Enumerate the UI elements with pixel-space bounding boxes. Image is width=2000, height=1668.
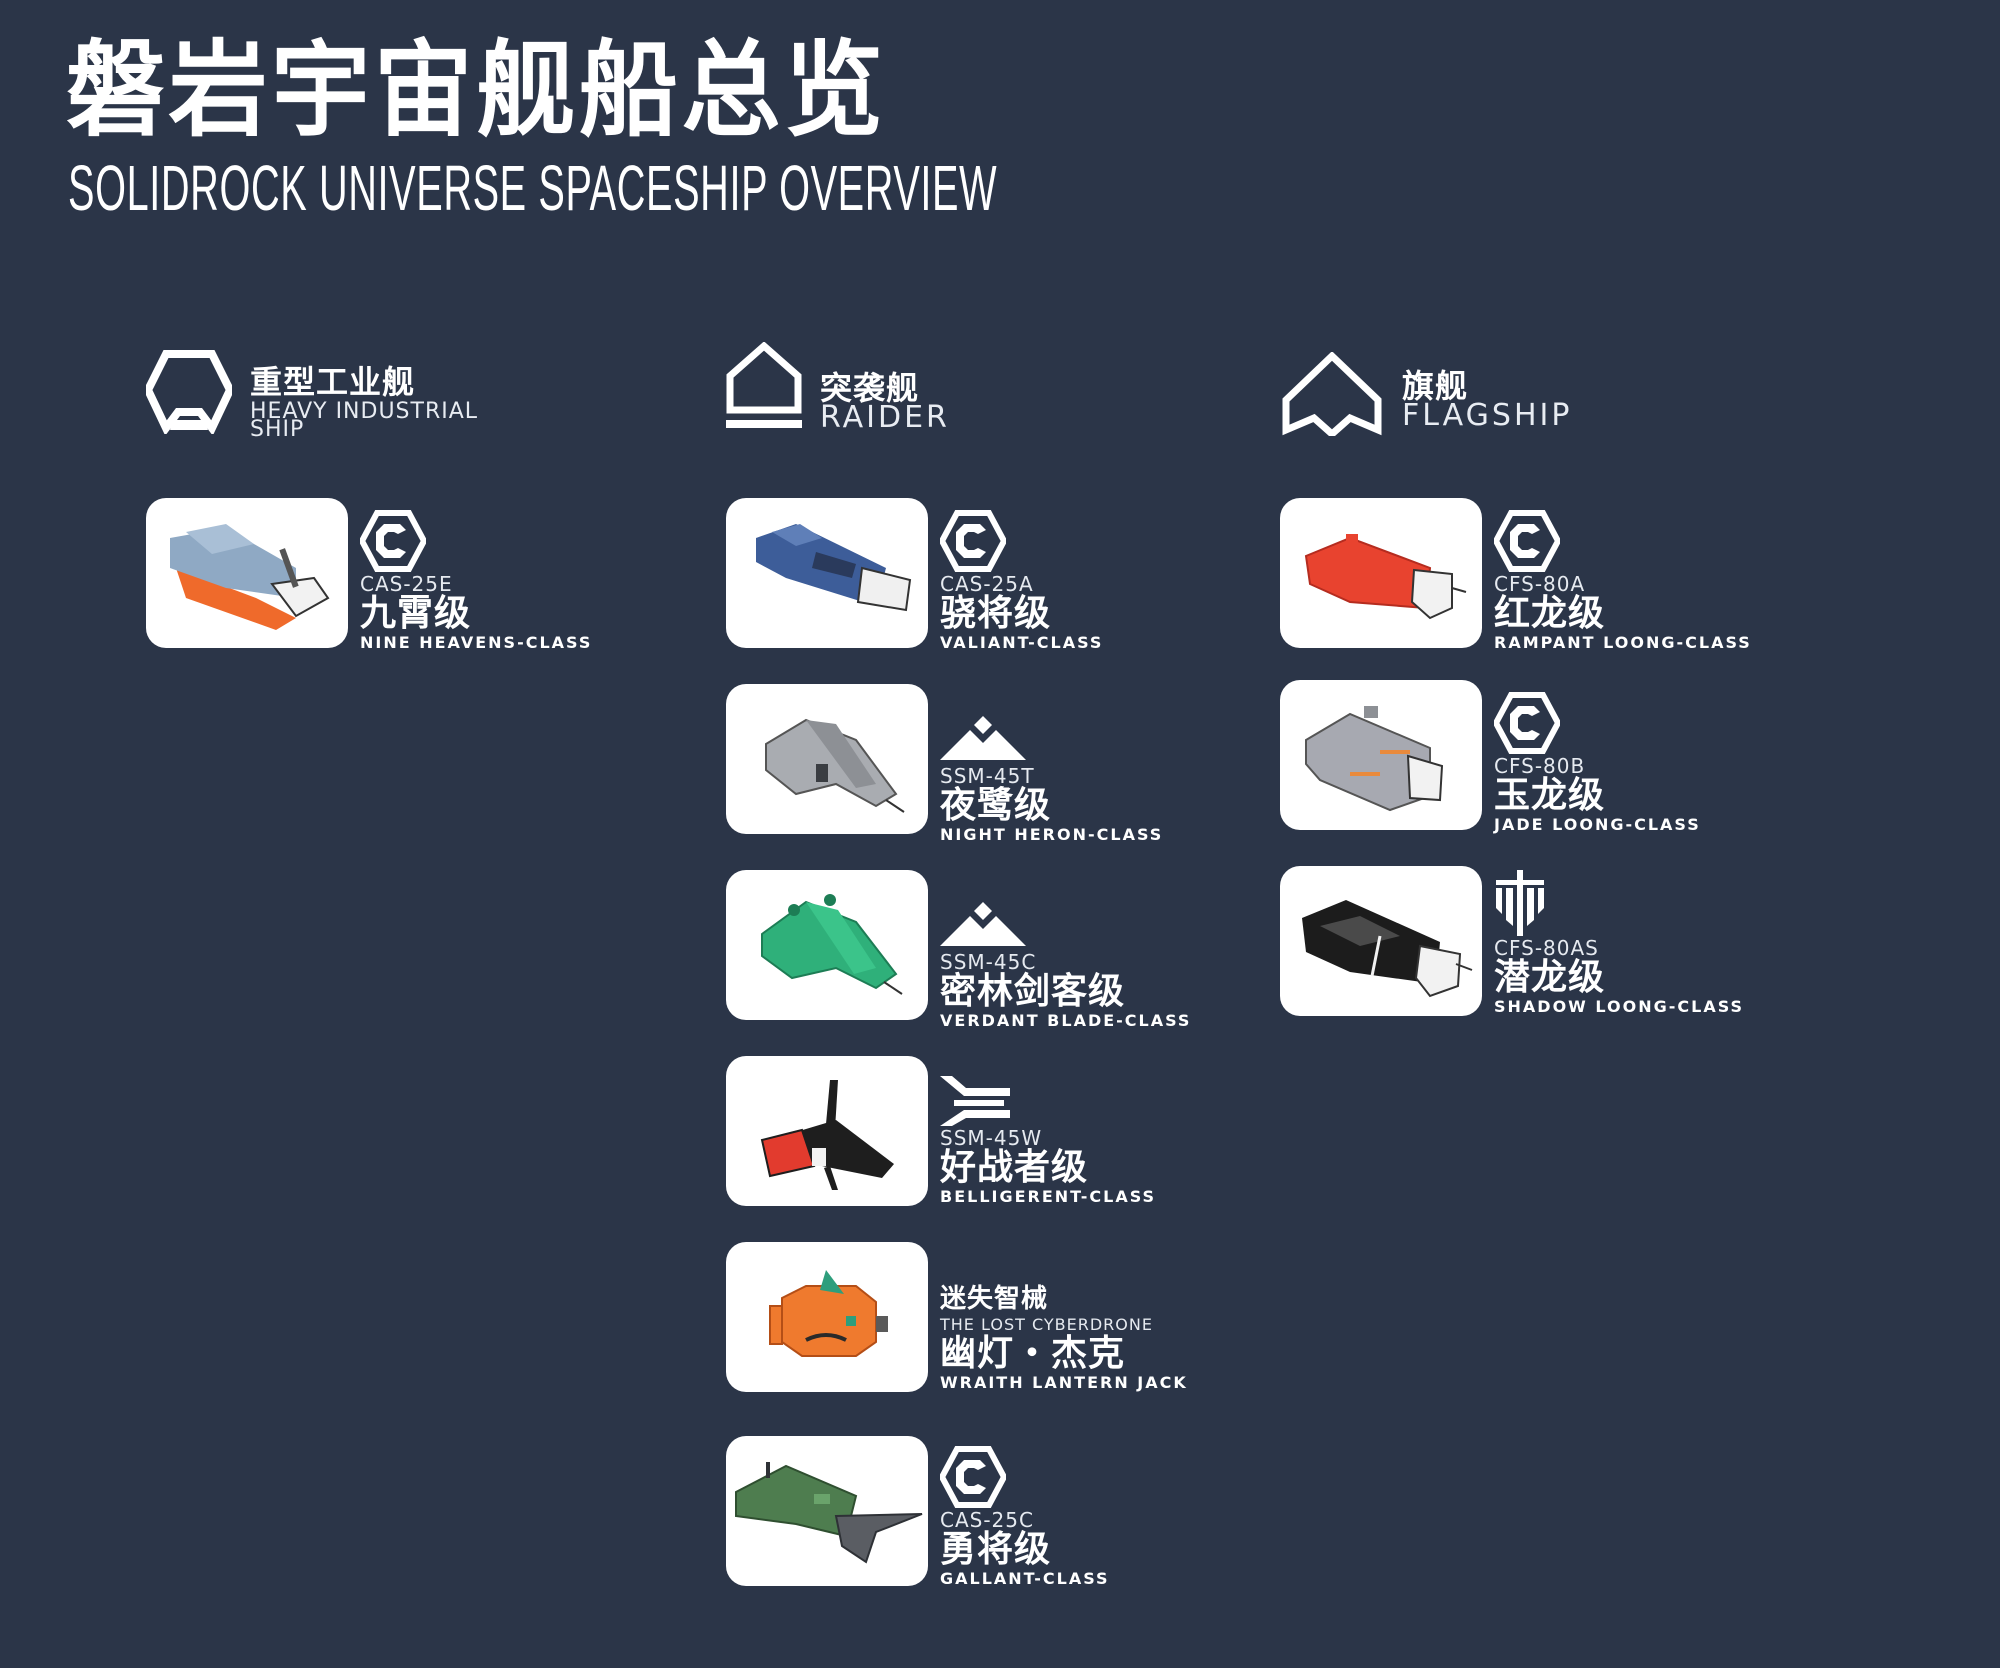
- category-label-cn: 旗舰: [1402, 367, 1469, 405]
- ship-card-gallant[interactable]: [726, 1436, 928, 1586]
- ship-name-en: BELLIGERENT-CLASS: [940, 1187, 1157, 1206]
- ship-card-belligerent[interactable]: [726, 1056, 928, 1206]
- ship-code: CAS-25E: [360, 572, 453, 596]
- ship-name-en: NIGHT HERON-CLASS: [940, 825, 1164, 844]
- ship-illustration: [760, 1080, 894, 1190]
- ship-code: CAS-25C: [940, 1508, 1034, 1532]
- mountain-diamond-icon: [940, 902, 1026, 950]
- ship-overline-cn: 迷失智械: [940, 1284, 1049, 1314]
- category-label-en: FLAGSHIP: [1402, 398, 1573, 433]
- ship-code: CFS-80AS: [1494, 936, 1599, 960]
- ship-card-valiant[interactable]: [726, 498, 928, 648]
- ship-name-cn: 玉龙级: [1494, 775, 1606, 816]
- hex-c-icon: [940, 1446, 1006, 1508]
- hex-c-icon: [360, 510, 426, 572]
- ship-name-en: GALLANT-CLASS: [940, 1569, 1110, 1588]
- ship-code: CFS-80A: [1494, 572, 1586, 596]
- ship-info-gallant: CAS-25C 勇将级 GALLANT-CLASS: [940, 1446, 1240, 1588]
- hex-c-icon: [1494, 692, 1560, 754]
- ship-name-en: JADE LOONG-CLASS: [1494, 815, 1701, 834]
- ship-name-cn: 幽灯・杰克: [940, 1333, 1126, 1374]
- ship-card-verdant-blade[interactable]: [726, 870, 928, 1020]
- hex-c-icon: [1494, 510, 1560, 572]
- ship-code: SSM-45W: [940, 1126, 1043, 1150]
- ship-name-cn: 夜鹭级: [940, 785, 1052, 826]
- ship-name-en: RAMPANT LOONG-CLASS: [1494, 633, 1752, 652]
- chevron-delta-icon: [1282, 352, 1382, 436]
- ship-illustration: [170, 524, 330, 630]
- hex-c-icon: [940, 510, 1006, 572]
- category-label-cn: 突袭舰: [820, 369, 920, 407]
- ship-card-nine-heavens[interactable]: [146, 498, 348, 648]
- ship-name-cn: 好战者级: [940, 1147, 1089, 1188]
- ship-card-jade-loong[interactable]: [1280, 680, 1482, 830]
- ship-illustration: [765, 718, 905, 813]
- ship-name-cn: 红龙级: [1494, 593, 1606, 634]
- ship-name-cn: 九霄级: [360, 593, 472, 634]
- ship-info-jade-loong: CFS-80B 玉龙级 JADE LOONG-CLASS: [1494, 692, 1794, 834]
- ship-name-en: VALIANT-CLASS: [940, 633, 1104, 652]
- hexagon-arch-icon: [146, 350, 232, 434]
- shield-pillars-icon: [1494, 870, 1546, 936]
- ship-illustration: [1304, 534, 1467, 620]
- ship-illustration: [756, 524, 912, 612]
- ship-code: SSM-45T: [940, 764, 1035, 788]
- ship-name-cn: 骁将级: [940, 593, 1052, 634]
- ship-code: CAS-25A: [940, 572, 1034, 596]
- ship-name-cn: 密林剑客级: [940, 971, 1126, 1012]
- category-label-en: HEAVY INDUSTRIAL: [250, 399, 479, 424]
- ship-info-valiant: CAS-25A 骁将级 VALIANT-CLASS: [940, 510, 1240, 652]
- ship-info-verdant-blade: SSM-45C 密林剑客级 VERDANT BLADE-CLASS: [940, 902, 1240, 1030]
- ship-name-cn: 勇将级: [940, 1529, 1052, 1570]
- ship-card-rampant-loong[interactable]: [1280, 498, 1482, 648]
- ship-info-belligerent: SSM-45W 好战者级 BELLIGERENT-CLASS: [940, 1074, 1240, 1206]
- ship-code: SSM-45C: [940, 950, 1037, 974]
- ship-illustration: [735, 1462, 923, 1564]
- ship-illustration: [1305, 706, 1444, 812]
- ship-info-wraith-lantern-jack: 迷失智械 THE LOST CYBERDRONE 幽灯・杰克 WRAITH LA…: [940, 1284, 1240, 1392]
- category-label-en-line2: SHIP: [250, 417, 305, 442]
- ship-card-night-heron[interactable]: [726, 684, 928, 834]
- ship-name-cn: 潜龙级: [1494, 957, 1606, 998]
- ship-illustration: [1302, 900, 1473, 998]
- ship-info-nine-heavens: CAS-25E 九霄级 NINE HEAVENS-CLASS: [360, 510, 660, 652]
- ship-card-wraith-lantern-jack[interactable]: [726, 1242, 928, 1392]
- ship-code: CFS-80B: [1494, 754, 1586, 778]
- ship-info-night-heron: SSM-45T 夜鹭级 NIGHT HERON-CLASS: [940, 716, 1240, 844]
- arrow-wing-icon: [940, 1074, 1010, 1126]
- house-bar-icon: [726, 342, 802, 428]
- ship-name-en: NINE HEAVENS-CLASS: [360, 633, 593, 652]
- ship-name-en: SHADOW LOONG-CLASS: [1494, 997, 1745, 1016]
- page-title: 磐岩宇宙舰船总览: [66, 29, 887, 151]
- ship-illustration: [761, 894, 903, 995]
- ship-overline-en: THE LOST CYBERDRONE: [940, 1315, 1153, 1334]
- page-subtitle: SOLIDROCK UNIVERSE SPACESHIP OVERVIEW: [68, 152, 998, 224]
- ship-name-en: VERDANT BLADE-CLASS: [940, 1011, 1192, 1030]
- mountain-diamond-icon: [940, 716, 1026, 764]
- category-label-en: RAIDER: [820, 400, 950, 435]
- ship-info-rampant-loong: CFS-80A 红龙级 RAMPANT LOONG-CLASS: [1494, 510, 1794, 652]
- ship-info-shadow-loong: CFS-80AS 潜龙级 SHADOW LOONG-CLASS: [1494, 870, 1794, 1016]
- ship-card-shadow-loong[interactable]: [1280, 866, 1482, 1016]
- category-label-cn: 重型工业舰: [250, 363, 416, 401]
- ship-illustration: [769, 1270, 888, 1357]
- ship-name-en: WRAITH LANTERN JACK: [940, 1373, 1188, 1392]
